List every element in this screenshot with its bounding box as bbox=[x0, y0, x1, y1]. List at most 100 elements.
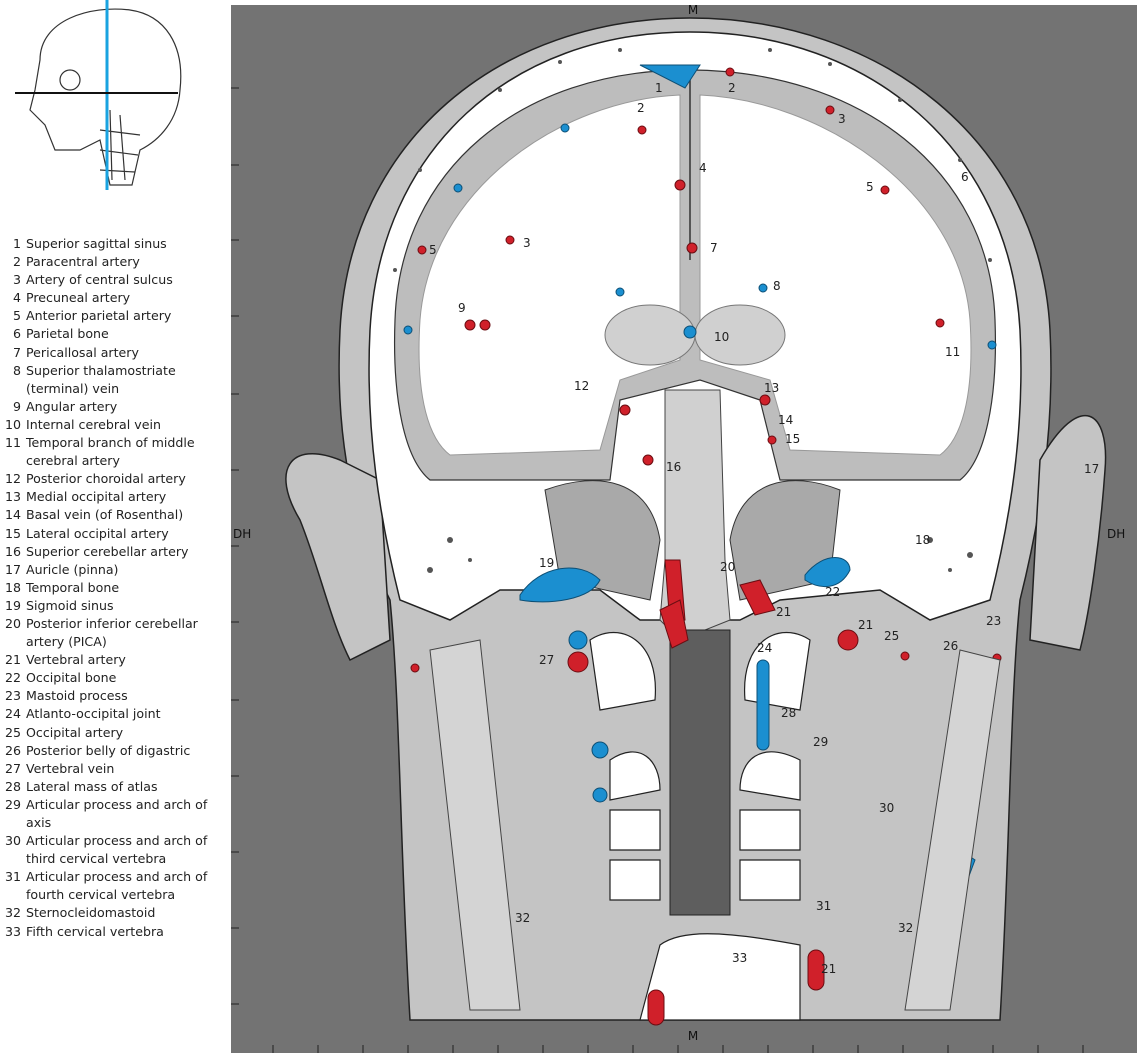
legend-item: 26 Posterior belly of digastric bbox=[0, 742, 225, 760]
legend-item: 6 Parietal bone bbox=[0, 325, 225, 343]
legend-item: 32 Sternocleidomastoid bbox=[0, 904, 225, 922]
superior-sagittal-sinus bbox=[639, 64, 701, 89]
panel-ticks bbox=[231, 87, 1084, 1053]
legend-number: 22 bbox=[4, 670, 21, 686]
legend-text: Temporal branch of middle cerebral arter… bbox=[26, 435, 195, 469]
label-5: 5 bbox=[866, 180, 874, 194]
label-21: 21 bbox=[858, 618, 873, 632]
label-21: 21 bbox=[776, 605, 791, 619]
legend-number: 13 bbox=[4, 489, 21, 505]
legend-text: Posterior choroidal artery bbox=[26, 471, 186, 487]
label-23: 23 bbox=[986, 614, 1001, 628]
arteries bbox=[410, 67, 1002, 1026]
legend-number: 23 bbox=[4, 688, 21, 704]
label-4: 4 bbox=[699, 161, 707, 175]
legend-text: Occipital artery bbox=[26, 724, 124, 740]
legend-number: 26 bbox=[4, 742, 21, 758]
label-9: 9 bbox=[458, 301, 466, 315]
legend-item: 11 Temporal branch of middle cerebral art… bbox=[0, 434, 225, 470]
label-19: 19 bbox=[539, 556, 554, 570]
legend-text: Superior cerebellar artery bbox=[26, 543, 189, 559]
legend-text: Anterior parietal artery bbox=[26, 308, 172, 324]
legend-number: 10 bbox=[4, 416, 21, 432]
label-29: 29 bbox=[813, 735, 828, 749]
orientation-bottom-label: M bbox=[688, 1029, 698, 1043]
figure-number-labels: 1 2 2 3 3 4 5 5 6 7 8 9 10 11 12 13 14 1… bbox=[429, 81, 1099, 976]
legend-item: 21 Vertebral artery bbox=[0, 651, 225, 669]
legend-text: Vertebral artery bbox=[26, 652, 126, 668]
legend-number: 7 bbox=[12, 344, 21, 360]
legend-item: 9 Angular artery bbox=[0, 398, 225, 416]
legend-text: Superior sagittal sinus bbox=[26, 236, 167, 251]
legend-text: Fifth cervical vertebra bbox=[26, 923, 164, 939]
label-5: 5 bbox=[429, 243, 437, 257]
thalamus-right bbox=[694, 304, 786, 366]
legend-number: 33 bbox=[4, 923, 21, 939]
legend-text: Angular artery bbox=[26, 398, 118, 414]
orientation-inset-skull bbox=[29, 8, 182, 186]
legend-text: Superior thalamostriate (terminal) vein bbox=[26, 362, 176, 396]
label-27: 27 bbox=[539, 653, 554, 667]
legend-text: Lateral occipital artery bbox=[26, 525, 169, 541]
legend-number: 11 bbox=[4, 435, 21, 451]
legend-number: 19 bbox=[4, 597, 21, 613]
label-6: 6 bbox=[961, 170, 969, 184]
legend-number: 6 bbox=[12, 326, 21, 342]
label-13: 13 bbox=[764, 381, 779, 395]
label-14: 14 bbox=[778, 413, 793, 427]
legend-number: 25 bbox=[4, 724, 21, 740]
legend-number: 32 bbox=[4, 905, 21, 921]
legend-number: 21 bbox=[4, 652, 21, 668]
legend-text: Artery of central sulcus bbox=[26, 272, 173, 288]
legend-number: 9 bbox=[12, 398, 21, 414]
bone-texture bbox=[393, 48, 992, 573]
spinal-cord bbox=[669, 629, 731, 916]
legend-text: Mastoid process bbox=[26, 688, 128, 704]
legend-number: 24 bbox=[4, 706, 21, 722]
orientation-top-label: M bbox=[688, 3, 698, 17]
legend-number: 4 bbox=[12, 290, 21, 306]
label-32: 32 bbox=[898, 921, 913, 935]
legend-text: Lateral mass of atlas bbox=[26, 778, 158, 794]
legend-text: Parietal bone bbox=[26, 326, 109, 342]
legend-item: 4 Precuneal artery bbox=[0, 289, 225, 307]
sigmoid-sinus-left bbox=[519, 567, 601, 603]
vertebral-vein-right bbox=[756, 659, 770, 751]
legend-item: 22 Occipital bone bbox=[0, 669, 225, 687]
legend-text: Precuneal artery bbox=[26, 290, 131, 306]
thalamus-left bbox=[604, 304, 696, 366]
legend-number: 14 bbox=[4, 507, 21, 523]
cerebral-white-matter bbox=[418, 94, 972, 456]
label-11: 11 bbox=[945, 345, 960, 359]
legend-number: 30 bbox=[4, 833, 21, 849]
legend-text: Occipital bone bbox=[26, 670, 117, 686]
legend-text: Sigmoid sinus bbox=[26, 597, 114, 613]
legend-item: 25 Occipital artery bbox=[0, 724, 225, 742]
label-22: 22 bbox=[825, 585, 840, 599]
label-25: 25 bbox=[884, 629, 899, 643]
legend-item: 3 Artery of central sulcus bbox=[0, 271, 225, 289]
legend-text: Auricle (pinna) bbox=[26, 561, 119, 577]
legend-text: Posterior belly of digastric bbox=[26, 742, 191, 758]
label-31: 31 bbox=[816, 899, 831, 913]
label-24: 24 bbox=[757, 641, 772, 655]
label-28: 28 bbox=[781, 706, 796, 720]
label-20: 20 bbox=[720, 560, 735, 574]
label-32: 32 bbox=[515, 911, 530, 925]
cervical-vertebrae bbox=[589, 631, 811, 1021]
right-auricle bbox=[1029, 414, 1107, 651]
legend-text: Sternocleidomastoid bbox=[26, 905, 156, 921]
legend-number: 3 bbox=[12, 272, 21, 288]
legend-item: 23 Mastoid process bbox=[0, 687, 225, 705]
